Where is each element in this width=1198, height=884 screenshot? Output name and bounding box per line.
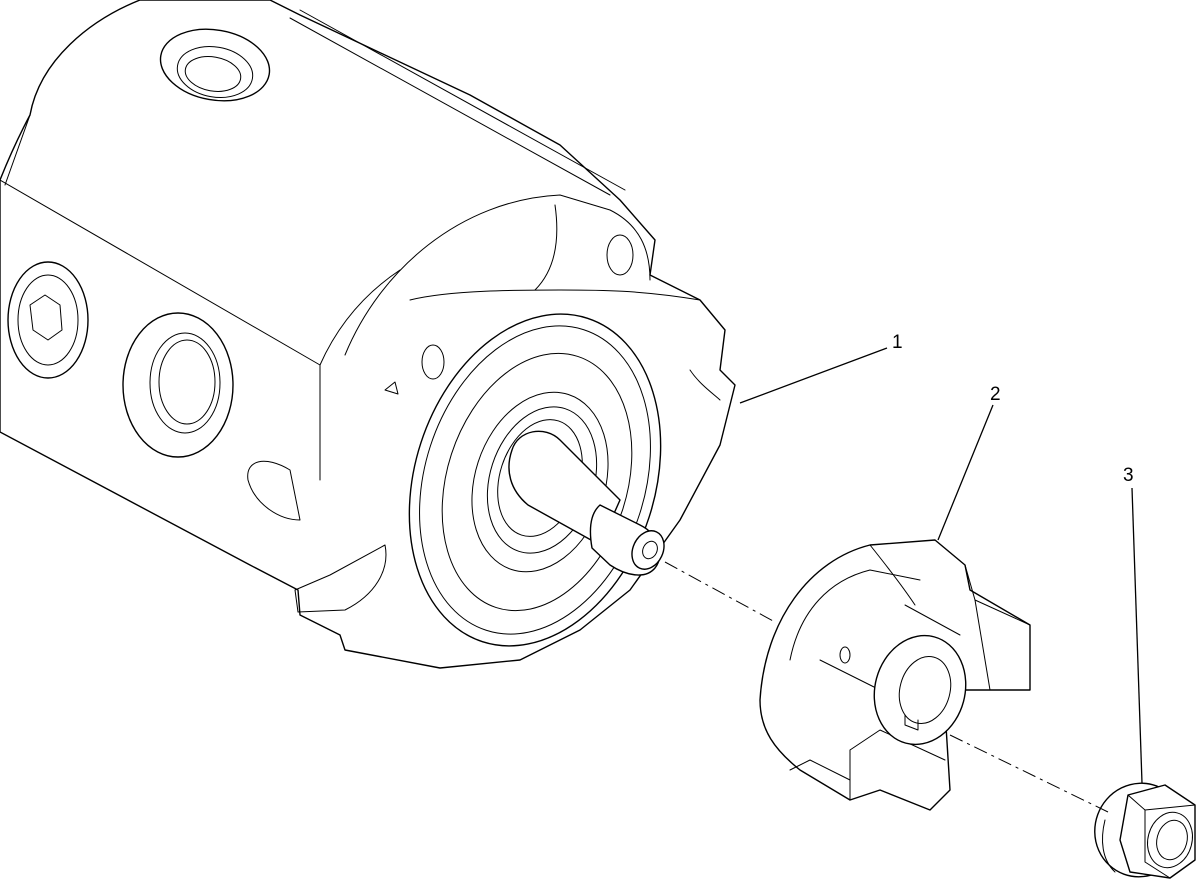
coupling-half bbox=[759, 539, 1031, 811]
leader-line-1 bbox=[739, 347, 888, 404]
leader-line-2 bbox=[937, 404, 994, 541]
callout-3: 3 bbox=[1123, 465, 1134, 486]
callout-1: 1 bbox=[892, 332, 903, 353]
flange-nut bbox=[1094, 782, 1196, 879]
leader-line-3 bbox=[1131, 487, 1143, 784]
assembly-axis-line-2 bbox=[949, 734, 1109, 813]
hydraulic-pump bbox=[0, 0, 736, 669]
callout-2: 2 bbox=[990, 384, 1001, 405]
assembly-axis-line bbox=[664, 561, 776, 623]
